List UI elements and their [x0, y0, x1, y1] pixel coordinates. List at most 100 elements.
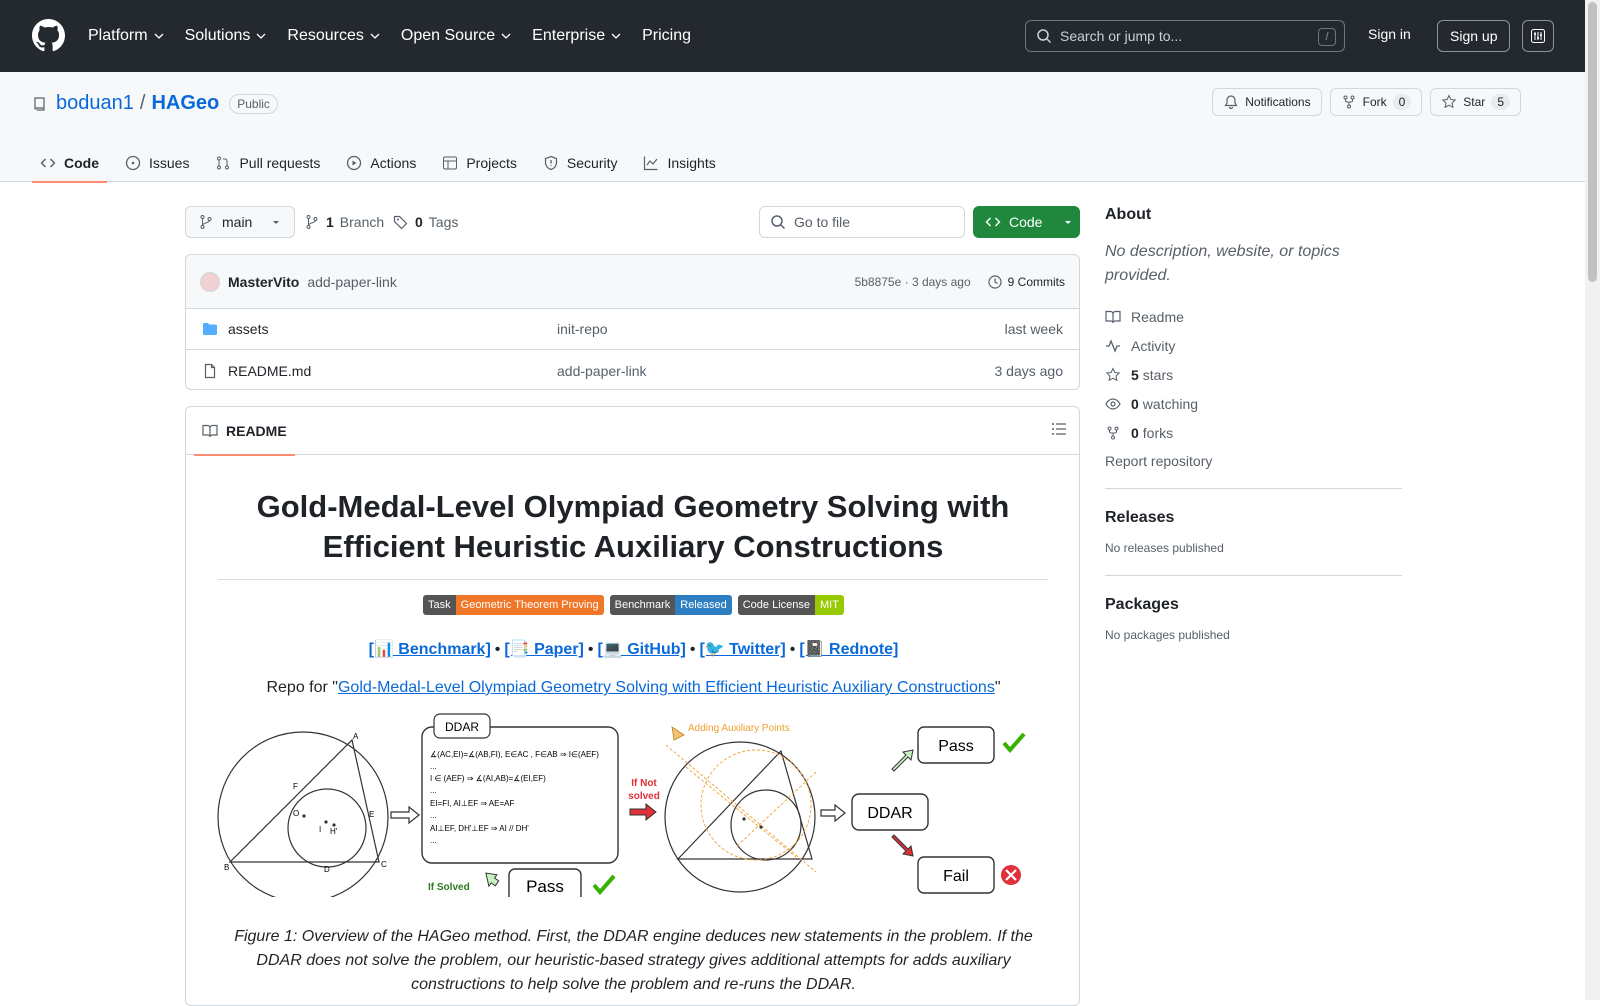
code-download-button[interactable]: Code: [973, 206, 1080, 238]
point-label-f: F: [293, 782, 298, 791]
github-link[interactable]: [💻 GitHub]: [597, 641, 686, 658]
file-row[interactable]: assets init-repo last week: [186, 309, 1079, 350]
rednote-link[interactable]: [📓 Rednote]: [799, 641, 899, 658]
avatar[interactable]: [200, 271, 220, 292]
tab-issues[interactable]: Issues: [117, 144, 197, 182]
commit-author-link[interactable]: MasterVito: [228, 273, 300, 290]
top-nav: Platform Solutions Resources Open Source…: [88, 0, 711, 72]
search-input[interactable]: [1060, 28, 1320, 44]
github-logo-icon[interactable]: [32, 19, 65, 52]
sidebar-forks-link[interactable]: 0 forks: [1105, 418, 1402, 447]
nav-label: Solutions: [184, 27, 251, 44]
pointer-icon: [671, 726, 685, 741]
ddar-label: DDAR: [445, 720, 479, 734]
point-label-c: C: [381, 860, 387, 869]
ddar-line: ...: [430, 811, 437, 820]
nav-enterprise[interactable]: Enterprise: [532, 27, 622, 45]
sidebar-stars-link[interactable]: 5 stars: [1105, 360, 1402, 389]
fork-icon: [1107, 426, 1119, 439]
repo-owner-link[interactable]: boduan1: [56, 92, 134, 114]
list-icon: [1052, 423, 1066, 435]
go-to-file[interactable]: [759, 206, 965, 238]
chevron-down-icon: [501, 33, 511, 39]
nav-open-source[interactable]: Open Source: [401, 27, 512, 45]
readme-tab[interactable]: README: [194, 407, 295, 456]
benchmark-link[interactable]: [📊 Benchmark]: [368, 641, 491, 658]
fork-button[interactable]: Fork 0: [1329, 88, 1423, 116]
file-name-link[interactable]: README.md: [228, 362, 312, 379]
tags-link[interactable]: 0 Tags: [393, 214, 458, 230]
readme-panel: README Gold-Medal-Level Olympiad Geometr…: [185, 406, 1080, 1006]
commits-history-link[interactable]: 9 Commits: [987, 274, 1065, 290]
folder-icon: [203, 323, 217, 335]
branches-link[interactable]: 1 Branch: [304, 214, 384, 230]
sign-in-link[interactable]: Sign in: [1368, 26, 1411, 42]
chevron-down-icon: [154, 33, 164, 39]
nav-pricing[interactable]: Pricing: [642, 27, 691, 45]
point-label-a: A: [353, 732, 359, 741]
page-scrollbar[interactable]: [1585, 0, 1600, 1000]
nav-resources[interactable]: Resources: [287, 27, 380, 45]
play-circle-icon: [347, 155, 362, 171]
table-of-contents-button[interactable]: [1051, 421, 1067, 437]
checkmark-icon: [592, 874, 616, 896]
paper-link[interactable]: [📑 Paper]: [504, 641, 584, 658]
global-header: Platform Solutions Resources Open Source…: [0, 0, 1585, 72]
packages-heading[interactable]: Packages: [1105, 596, 1179, 613]
nav-platform[interactable]: Platform: [88, 27, 165, 45]
commit-hash-link[interactable]: 5b8875e · 3 days ago: [854, 274, 971, 289]
sidebar-item-label: stars: [1142, 366, 1174, 383]
notifications-button[interactable]: Notifications: [1212, 88, 1322, 116]
file-browser: MasterVito add-paper-link 5b8875e · 3 da…: [185, 254, 1080, 390]
global-menu-button[interactable]: [1522, 20, 1554, 52]
file-date: 3 days ago: [994, 362, 1064, 379]
sidebar-watching-link[interactable]: 0 watching: [1105, 389, 1402, 418]
badge-value: Geometric Theorem Proving: [455, 595, 604, 615]
releases-heading[interactable]: Releases: [1105, 509, 1175, 526]
sidebar-activity-link[interactable]: Activity: [1105, 331, 1402, 360]
file-commit-message[interactable]: init-repo: [557, 321, 608, 337]
star-button[interactable]: Star 5: [1430, 88, 1521, 116]
global-search[interactable]: /: [1025, 20, 1345, 52]
tab-insights[interactable]: Insights: [635, 144, 723, 182]
twitter-link[interactable]: [🐦 Twitter]: [699, 641, 786, 658]
file-commit-message[interactable]: add-paper-link: [557, 362, 647, 379]
tab-code[interactable]: Code: [32, 144, 107, 183]
sidebar-item-label: Readme: [1131, 308, 1184, 325]
tab-pull-requests[interactable]: Pull requests: [207, 144, 328, 182]
link-separator: •: [494, 641, 501, 658]
cross-circle-icon: [1001, 865, 1021, 885]
branch-selector[interactable]: main: [185, 206, 296, 238]
packages-note: No packages published: [1105, 628, 1230, 642]
shield-icon: [544, 155, 558, 171]
repo-icon: [34, 96, 45, 111]
point-label-d: D: [324, 865, 330, 874]
nav-solutions[interactable]: Solutions: [185, 27, 268, 45]
readme-tab-label: README: [226, 422, 287, 439]
file-name-link[interactable]: assets: [228, 321, 269, 337]
book-icon: [202, 424, 218, 437]
tab-actions[interactable]: Actions: [338, 144, 424, 182]
repo-separator: /: [139, 92, 146, 114]
paper-title-link[interactable]: Gold-Medal-Level Olympiad Geometry Solvi…: [337, 679, 995, 696]
readme-links: [📊 Benchmark]•[📑 Paper]•[💻 GitHub]•[🐦 Tw…: [186, 639, 1079, 659]
file-row[interactable]: README.md add-paper-link 3 days ago: [186, 350, 1079, 391]
tab-security[interactable]: Security: [535, 144, 626, 182]
go-to-file-input[interactable]: [794, 214, 954, 230]
sign-up-button[interactable]: Sign up: [1437, 20, 1511, 52]
sidebar-divider: [1105, 575, 1402, 576]
scrollbar-thumb[interactable]: [1588, 2, 1597, 282]
chevron-down-icon: [611, 33, 621, 39]
figure-caption: Figure 1: Overview of the HAGeo method. …: [234, 928, 1033, 993]
commit-message-link[interactable]: add-paper-link: [307, 273, 397, 290]
sidebar-readme-link[interactable]: Readme: [1105, 302, 1402, 331]
repo-name-link[interactable]: HAGeo: [151, 92, 220, 114]
checkmark-icon: [1002, 732, 1026, 754]
ddar-box-right: DDAR: [851, 793, 929, 831]
tab-projects[interactable]: Projects: [434, 144, 525, 182]
report-repository-link[interactable]: Report repository: [1105, 453, 1213, 469]
